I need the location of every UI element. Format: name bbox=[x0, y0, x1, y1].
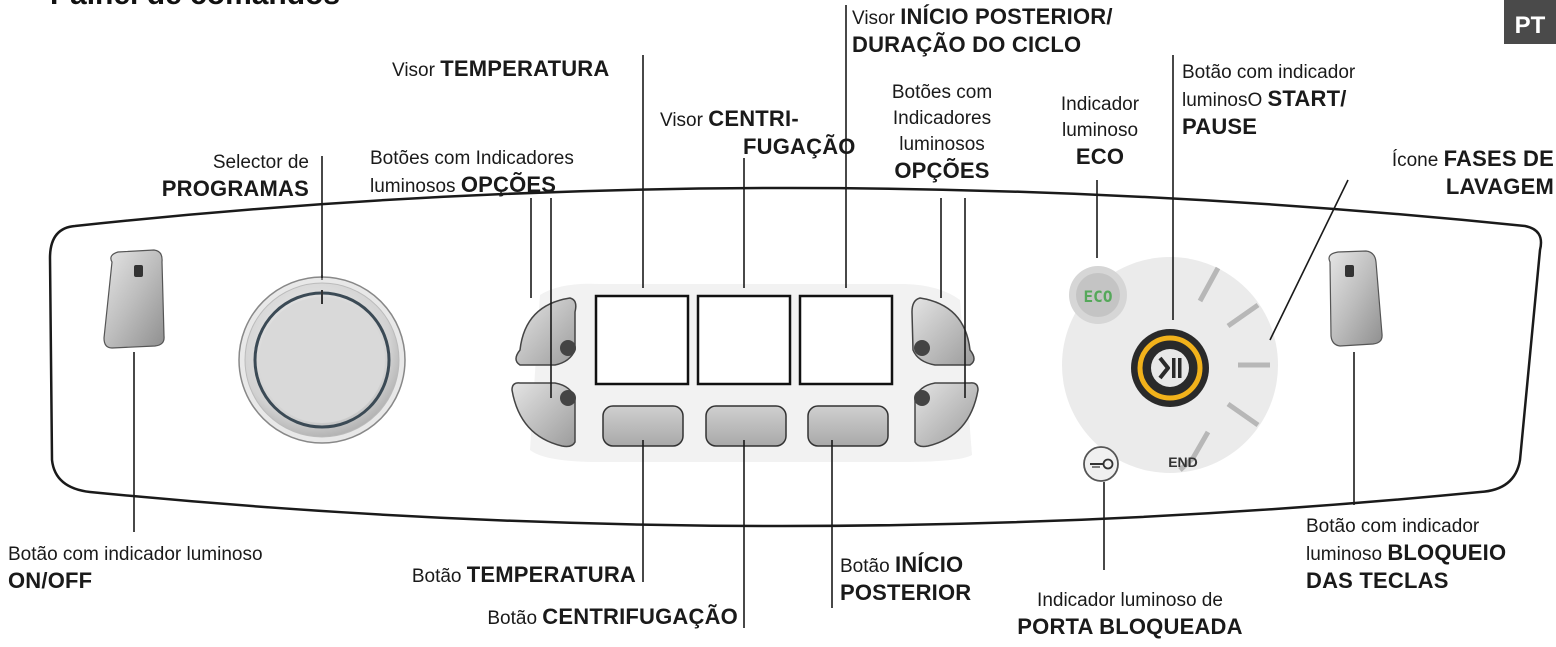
program-selector-knob bbox=[238, 275, 406, 444]
label-delay-start-button: Botão INÍCIO POSTERIOR bbox=[840, 552, 972, 605]
door-lock-indicator bbox=[1083, 446, 1119, 482]
label-temperature-button: Botão TEMPERATURA bbox=[411, 562, 636, 587]
eco-indicator: ECO bbox=[1069, 266, 1127, 324]
eco-badge-text: ECO bbox=[1084, 287, 1113, 306]
key-lock-button bbox=[1328, 250, 1383, 347]
label-spin-display: Visor CENTRI- FUGAÇÃO bbox=[660, 106, 856, 159]
label-delay-display: Visor INÍCIO POSTERIOR/ DURAÇÃO DO CICLO bbox=[852, 4, 1113, 57]
page-title: Painel de comandos bbox=[50, 0, 340, 12]
on-off-button bbox=[103, 249, 165, 349]
option-button-left-top bbox=[515, 297, 577, 366]
label-on-off: Botão com indicador luminoso ON/OFF bbox=[8, 544, 263, 593]
label-spin-button: Botão CENTRIFUGAÇÃO bbox=[487, 604, 738, 629]
option-button-right-top bbox=[911, 297, 975, 366]
label-options-left: Botões com Indicadores luminosos OPÇÕES bbox=[370, 148, 574, 197]
wash-phase-segments bbox=[1178, 266, 1270, 472]
option-button-right-bottom bbox=[914, 382, 979, 448]
label-wash-phases: Ícone FASES DE LAVAGEM bbox=[1391, 146, 1554, 199]
display-temperature bbox=[594, 294, 690, 386]
label-key-lock: Botão com indicador luminoso BLOQUEIO DA… bbox=[1306, 516, 1507, 593]
spin-button bbox=[705, 405, 787, 447]
label-options-right: Botões com Indicadores luminosos OPÇÕES bbox=[891, 82, 993, 183]
label-program-selector: Selector de PROGRAMAS bbox=[161, 152, 309, 201]
label-eco-indicator: Indicador luminoso ECO bbox=[1060, 94, 1140, 169]
label-temperature-display: Visor TEMPERATURA bbox=[392, 56, 610, 81]
start-pause-button bbox=[1131, 329, 1209, 407]
label-door-lock: Indicador luminoso de PORTA BLOQUEADA bbox=[1017, 590, 1243, 639]
display-delay bbox=[798, 294, 894, 386]
display-spin bbox=[696, 294, 792, 386]
label-start-pause: Botão com indicador luminosO START/ PAUS… bbox=[1182, 62, 1356, 139]
language-badge: PT bbox=[1504, 0, 1556, 44]
end-text: END bbox=[1168, 454, 1198, 470]
delay-start-button bbox=[807, 405, 889, 447]
leader-lines bbox=[133, 5, 1355, 628]
option-button-left-bottom bbox=[511, 382, 576, 448]
